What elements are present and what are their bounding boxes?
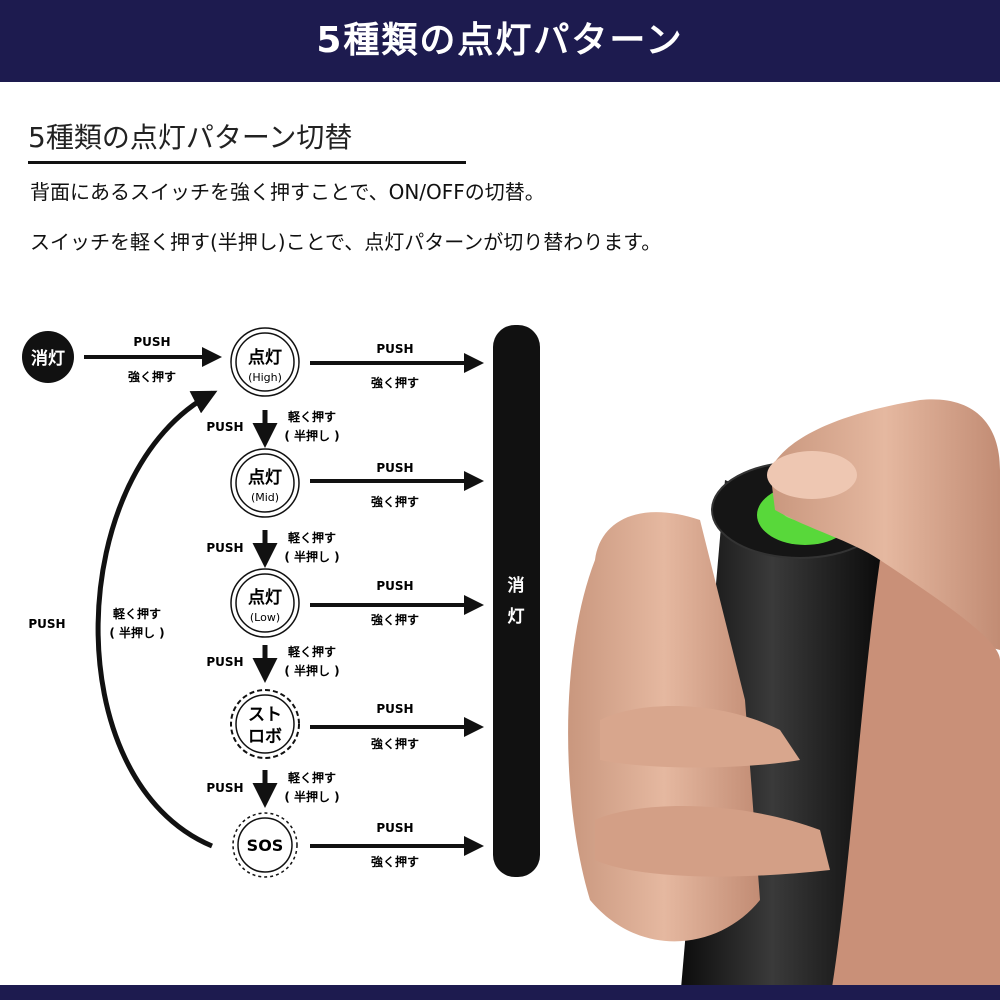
mode-low-label: 点灯 [248, 587, 282, 608]
start-push-label: PUSH [133, 335, 170, 349]
mode-high-sub: (High) [248, 371, 282, 384]
hand-pressing-flashlight-image [568, 399, 1000, 1000]
loop-arrow [95, 390, 218, 849]
loop-push-label: PUSH [28, 617, 65, 631]
down-4-half: ( 半押し ) [284, 789, 339, 804]
off-bar [493, 325, 540, 877]
down-3-light: 軽く押す [288, 644, 336, 659]
down-4-push: PUSH [206, 781, 243, 795]
off-bar-label-2: 灯 [508, 607, 525, 627]
mode-mid-strong-label: 強く押す [371, 494, 419, 509]
mode-low-push-label: PUSH [376, 579, 413, 593]
mode-mid-push-label: PUSH [376, 461, 413, 475]
page-title: 5種類の点灯パターン [316, 20, 684, 61]
mode-sos-circle-outer [232, 812, 298, 878]
mode-strobe-circle-inner [235, 694, 295, 754]
mode-strobe-label: スト [248, 705, 282, 725]
header-banner [0, 0, 1000, 82]
loop-half-label: ( 半押し ) [109, 625, 164, 640]
mode-low-sub: (Low) [250, 611, 280, 624]
mode-high-circle-inner [235, 332, 295, 392]
down-3-push: PUSH [206, 655, 243, 669]
mode-sos-push-label: PUSH [376, 821, 413, 835]
down-2-half: ( 半押し ) [284, 549, 339, 564]
mode-strobe-strong-label: 強く押す [371, 736, 419, 751]
mode-low-circle-outer [230, 568, 300, 638]
mode-mid-circle-outer [230, 448, 300, 518]
mode-high-strong-label: 強く押す [371, 375, 419, 390]
mode-sos-strong-label: 強く押す [371, 854, 419, 869]
off-start-label: 消灯 [31, 348, 65, 369]
mode-high-push-label: PUSH [376, 342, 413, 356]
mode-mid-circle-inner [235, 453, 295, 513]
mode-high-label: 点灯 [248, 347, 282, 368]
mode-strobe-circle-outer [230, 689, 300, 759]
mode-sos-label: SOS [247, 836, 284, 855]
footer-bar [0, 985, 1000, 1000]
mode-strobe-sub: ロボ [248, 727, 282, 747]
down-1-half: ( 半押し ) [284, 428, 339, 443]
heading-underline [28, 161, 466, 164]
mode-mid-sub: (Mid) [251, 491, 279, 504]
down-4-light: 軽く押す [288, 770, 336, 785]
description-line-1: 背面にあるスイッチを強く押すことで、ON/OFFの切替。 [30, 180, 545, 204]
section-heading: 5種類の点灯パターン切替 [28, 121, 353, 154]
off-start-circle [22, 331, 74, 383]
down-1-push: PUSH [206, 420, 243, 434]
mode-high-circle-outer [230, 327, 300, 397]
down-1-light: 軽く押す [288, 409, 336, 424]
mode-mid-label: 点灯 [248, 467, 282, 488]
start-strong-push-label: 強く押す [128, 369, 176, 384]
mode-strobe-push-label: PUSH [376, 702, 413, 716]
mode-low-strong-label: 強く押す [371, 612, 419, 627]
lighting-pattern-diagram: 消灯 PUSH 強く押す 消 灯 点灯 (High) PUSH 強く押す PUS… [22, 325, 540, 878]
down-2-light: 軽く押す [288, 530, 336, 545]
description-line-2: スイッチを軽く押す(半押し)ことで、点灯パターンが切り替わります。 [30, 230, 662, 254]
loop-light-label: 軽く押す [113, 606, 161, 621]
off-bar-label-1: 消 [508, 575, 525, 596]
mode-low-circle-inner [235, 573, 295, 633]
mode-sos-circle-inner [237, 817, 293, 873]
down-3-half: ( 半押し ) [284, 663, 339, 678]
down-2-push: PUSH [206, 541, 243, 555]
